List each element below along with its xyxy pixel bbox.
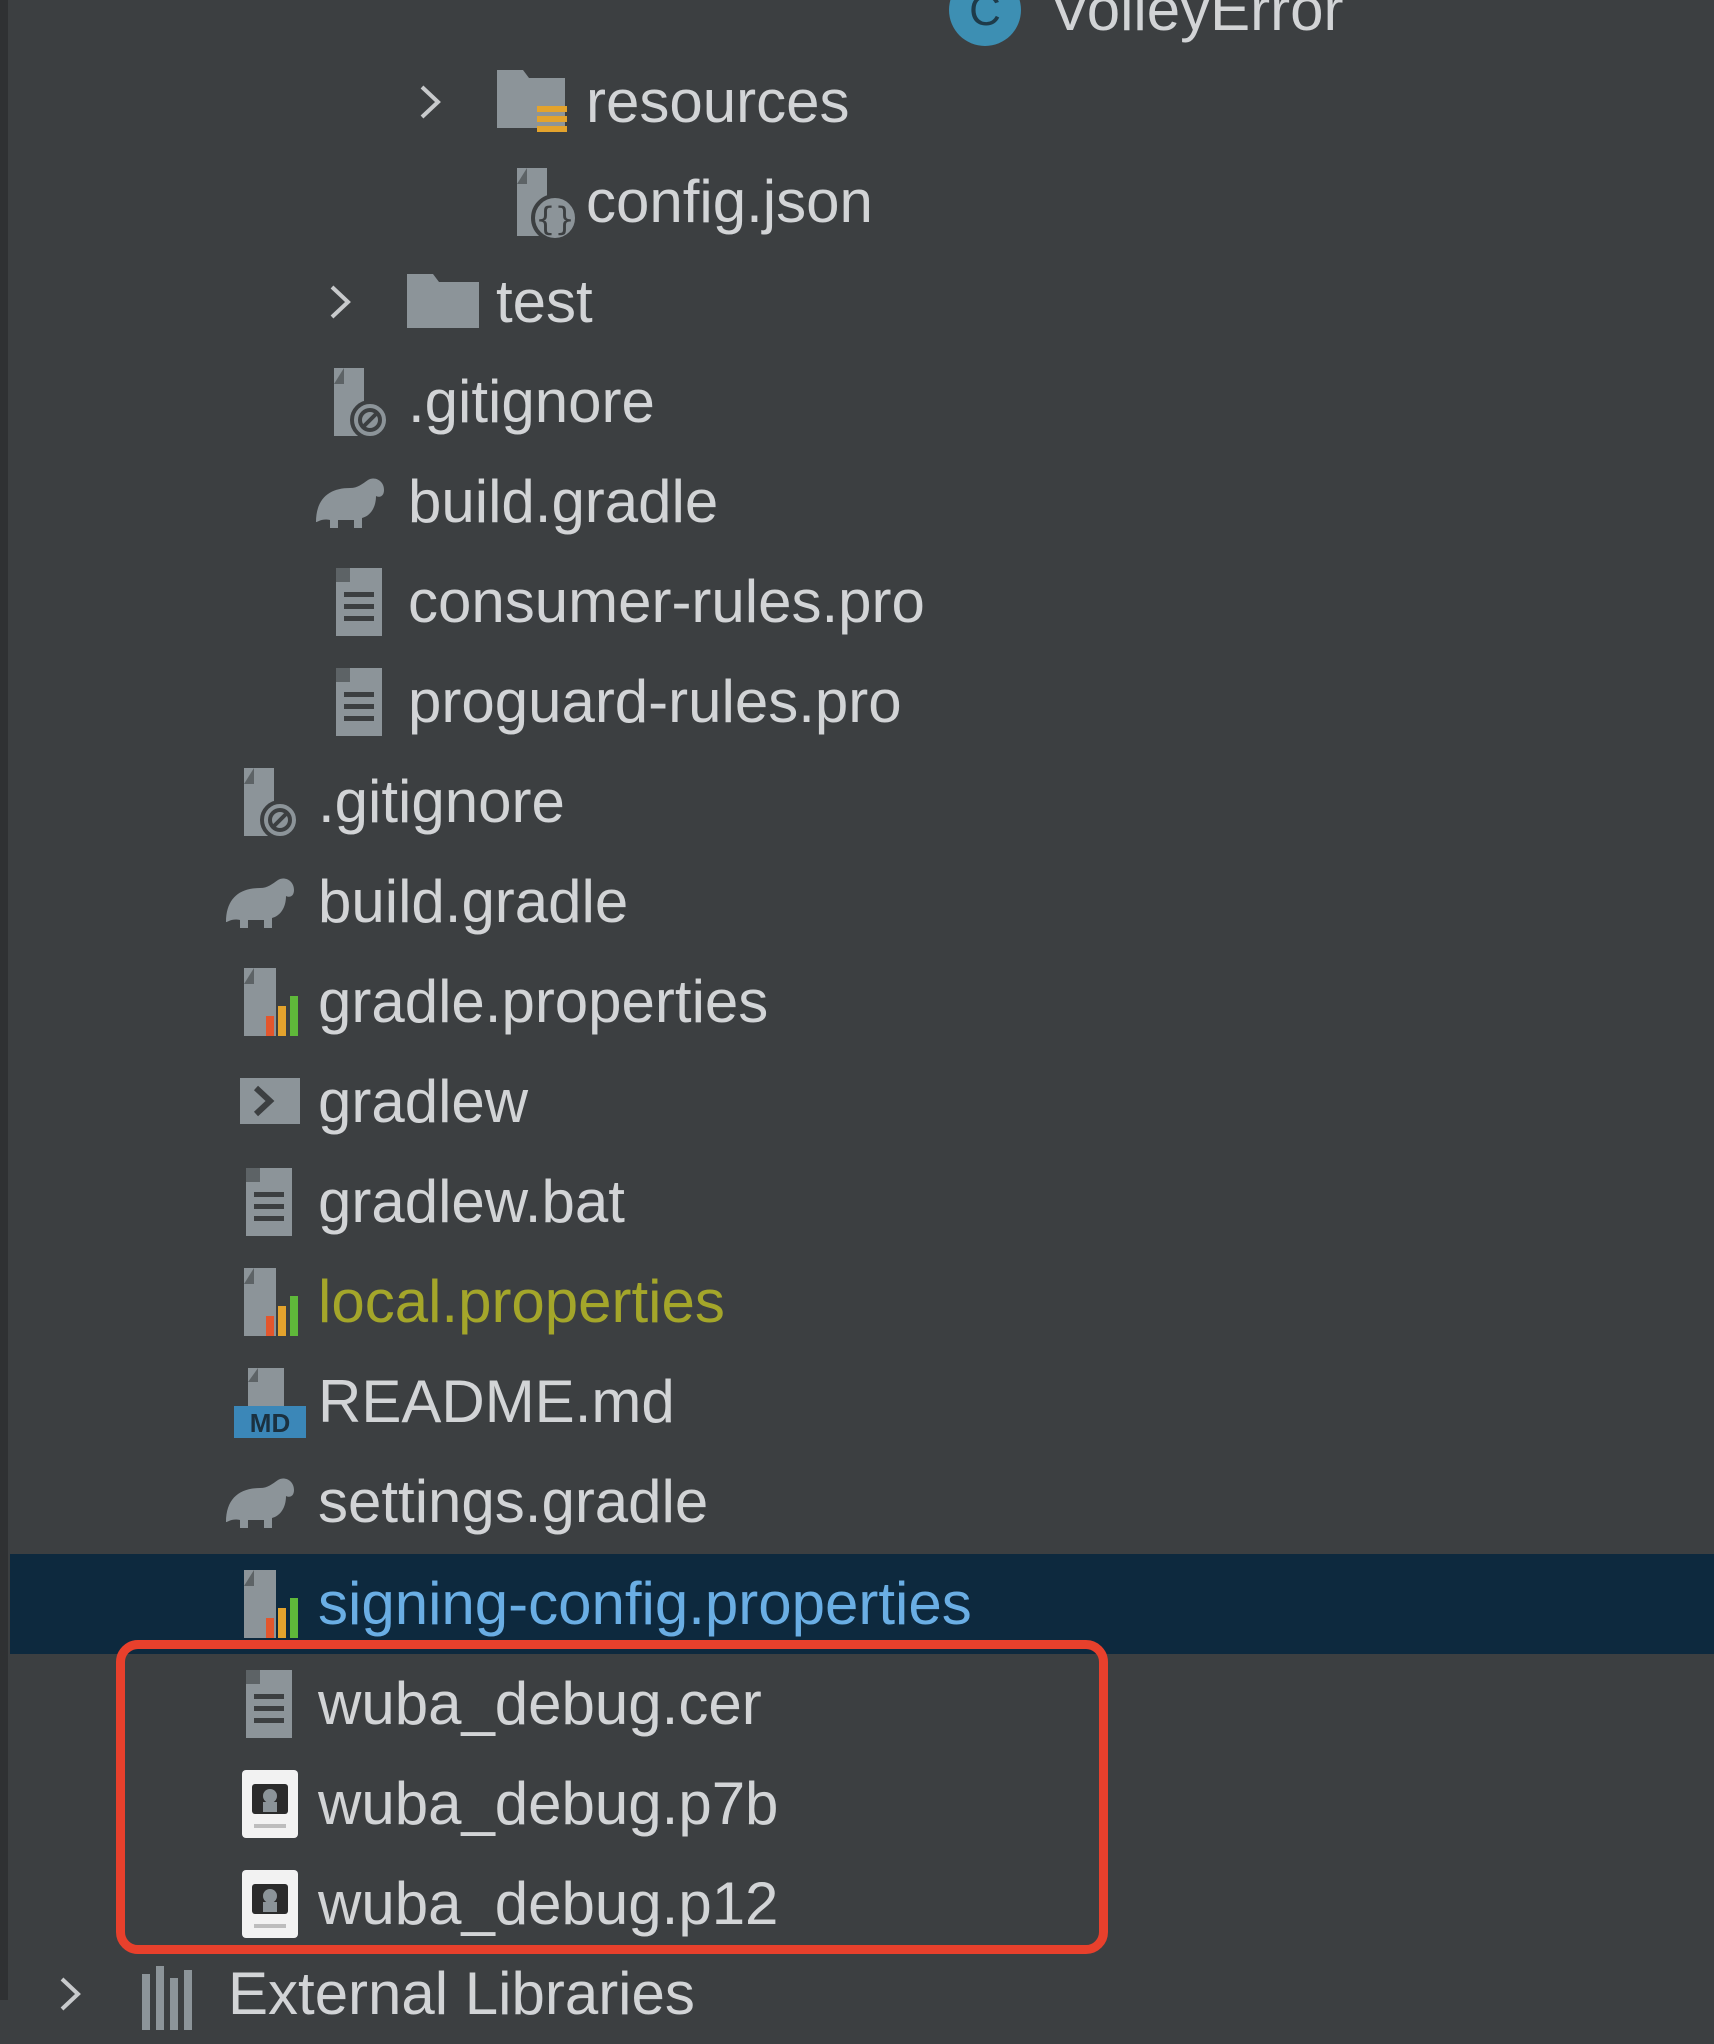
annotation-highlight-box bbox=[116, 1640, 1108, 1954]
tree-row-gitignore-root[interactable]: .gitignore bbox=[10, 752, 1714, 852]
tree-item-label: settings.gradle bbox=[318, 1468, 709, 1535]
tree-row-local-properties[interactable]: local.properties bbox=[10, 1252, 1714, 1352]
svg-text:MD: MD bbox=[250, 1408, 290, 1438]
tree-row-signing-config-selected[interactable]: signing-config.properties bbox=[10, 1554, 1714, 1654]
tree-item-label: wuba_debug.p7b bbox=[318, 1770, 779, 1837]
tree-row-wuba-debug-p7b[interactable]: wuba_debug.p7b bbox=[10, 1754, 1714, 1854]
text-file-icon bbox=[320, 662, 400, 742]
tree-item-label: build.gradle bbox=[318, 868, 629, 935]
certificate-file-icon bbox=[230, 1764, 310, 1844]
tree-item-label: wuba_debug.cer bbox=[318, 1670, 762, 1737]
tree-item-label: consumer-rules.pro bbox=[408, 568, 925, 635]
properties-file-icon bbox=[230, 1564, 310, 1644]
tree-item-label: .gitignore bbox=[318, 768, 565, 835]
tree-item-label: resources bbox=[586, 68, 850, 135]
properties-file-icon bbox=[230, 962, 310, 1042]
markdown-file-icon: MD bbox=[230, 1362, 310, 1442]
gitignore-file-icon bbox=[230, 762, 310, 842]
tree-row-readme[interactable]: MD README.md bbox=[10, 1352, 1714, 1452]
gradle-icon bbox=[220, 1462, 300, 1542]
tree-row-external-libraries[interactable]: External Libraries bbox=[10, 1944, 1714, 2044]
gradle-icon bbox=[220, 862, 300, 942]
tree-item-label: gradlew bbox=[318, 1068, 529, 1135]
tree-row-resources[interactable]: resources bbox=[10, 52, 1714, 152]
tree-item-label: signing-config.properties bbox=[318, 1570, 972, 1637]
tree-row-consumer-rules[interactable]: consumer-rules.pro bbox=[10, 552, 1714, 652]
text-file-icon bbox=[230, 1664, 310, 1744]
tree-row-volleyerror[interactable]: C VolleyError bbox=[10, 0, 1714, 60]
tree-row-gitignore[interactable]: .gitignore bbox=[10, 352, 1714, 452]
tree-row-proguard-rules[interactable]: proguard-rules.pro bbox=[10, 652, 1714, 752]
tree-item-label: gradle.properties bbox=[318, 968, 769, 1035]
text-file-icon bbox=[230, 1162, 310, 1242]
svg-text:C: C bbox=[969, 0, 1001, 35]
tree-row-gradlew[interactable]: gradlew bbox=[10, 1052, 1714, 1152]
tree-item-label: proguard-rules.pro bbox=[408, 668, 902, 735]
class-icon: C bbox=[945, 0, 1025, 50]
tree-item-label: test bbox=[496, 268, 593, 335]
chevron-right-icon[interactable] bbox=[410, 82, 450, 122]
tree-item-label: config.json bbox=[586, 168, 873, 235]
tree-row-gradle-properties[interactable]: gradle.properties bbox=[10, 952, 1714, 1052]
tree-item-label: VolleyError bbox=[1050, 0, 1344, 43]
tree-row-build-gradle-root[interactable]: build.gradle bbox=[10, 852, 1714, 952]
shell-script-icon bbox=[230, 1062, 310, 1142]
gradle-icon bbox=[310, 462, 390, 542]
tree-row-settings-gradle[interactable]: settings.gradle bbox=[10, 1452, 1714, 1552]
tree-row-build-gradle[interactable]: build.gradle bbox=[10, 452, 1714, 552]
svg-text:{}: {} bbox=[536, 200, 575, 238]
folder-icon bbox=[403, 262, 483, 342]
tree-row-config-json[interactable]: {} config.json bbox=[10, 152, 1714, 252]
tree-item-label: README.md bbox=[318, 1368, 675, 1435]
certificate-file-icon bbox=[230, 1864, 310, 1944]
libraries-icon bbox=[134, 1954, 214, 2034]
tree-row-gradlew-bat[interactable]: gradlew.bat bbox=[10, 1152, 1714, 1252]
tree-item-label: External Libraries bbox=[228, 1960, 695, 2027]
text-file-icon bbox=[320, 562, 400, 642]
tree-item-label: wuba_debug.p12 bbox=[318, 1870, 779, 1937]
tree-gutter bbox=[0, 0, 8, 2000]
gitignore-file-icon bbox=[320, 362, 400, 442]
tree-item-label: local.properties bbox=[318, 1268, 725, 1335]
tree-row-wuba-debug-p12[interactable]: wuba_debug.p12 bbox=[10, 1854, 1714, 1954]
tree-row-test[interactable]: test bbox=[10, 252, 1714, 352]
chevron-right-icon[interactable] bbox=[50, 1974, 90, 2014]
tree-row-wuba-debug-cer[interactable]: wuba_debug.cer bbox=[10, 1654, 1714, 1754]
json-file-icon: {} bbox=[503, 162, 583, 242]
chevron-right-icon[interactable] bbox=[320, 282, 360, 322]
properties-file-icon bbox=[230, 1262, 310, 1342]
tree-item-label: build.gradle bbox=[408, 468, 719, 535]
tree-item-label: gradlew.bat bbox=[318, 1168, 625, 1235]
resources-folder-icon bbox=[493, 62, 573, 142]
tree-item-label: .gitignore bbox=[408, 368, 655, 435]
